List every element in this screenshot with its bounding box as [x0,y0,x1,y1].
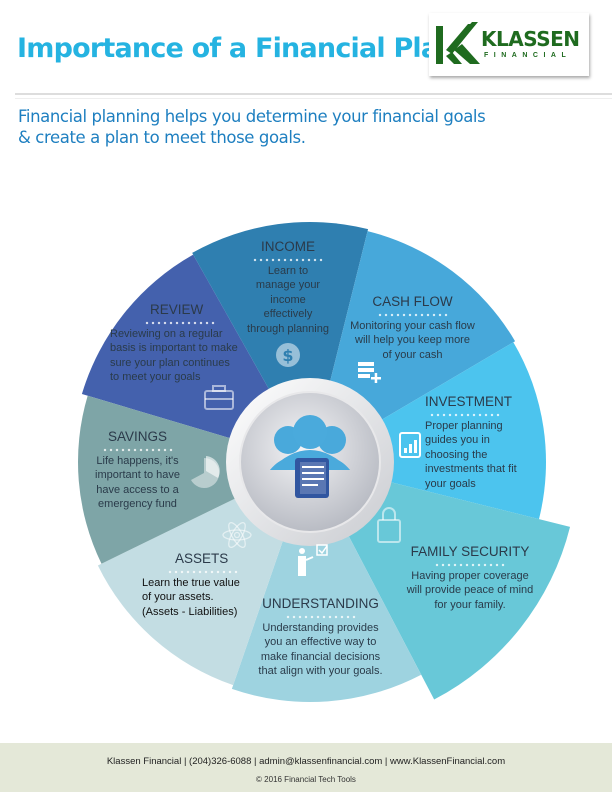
wheel-segment-family [310,462,571,700]
svg-text:$: $ [282,346,293,365]
segment-review: REVIEW Reviewing on a regular basis is i… [110,302,240,385]
team-document-icon [270,415,350,498]
segment-text: Understanding provides you an effective … [258,621,383,678]
footer-copyright: © 2016 Financial Tech Tools [256,775,356,784]
logo-subtitle: FINANCIAL [484,52,572,59]
pie-chart-icon [191,456,220,488]
footer-contact: Klassen Financial | (204)326-6088 | admi… [106,756,506,767]
segment-text: Learn to manage your income effectively … [247,264,329,335]
segment-text: Having proper coverage will provide peac… [406,569,534,611]
dotted-divider [252,257,324,262]
dotted-divider [429,412,501,417]
segment-text: Monitoring your cash flow will help you … [350,319,475,361]
segment-title: CASH FLOW [372,294,453,309]
segment-text: Life happens, it's important to have hav… [95,454,180,511]
dotted-divider [284,614,357,619]
segment-savings: SAVINGS Life happens, it's important to … [85,429,190,512]
atom-icon [222,521,252,549]
segment-title: FAMILY SECURITY [410,544,530,559]
segment-text: Learn the true value of your assets. (As… [142,576,240,618]
intro-text: Financial planning helps you determine y… [18,107,486,147]
segment-title: INCOME [261,239,315,254]
briefcase-icon [204,385,234,410]
presenter-check-icon [298,544,328,576]
segment-income: INCOME Learn to manage your income effec… [238,239,338,336]
dotted-divider [144,320,216,325]
dotted-divider [167,569,239,574]
segment-assets: ASSETS Learn the true value of your asse… [142,551,252,619]
page-title: Importance of a Financial Plan [17,33,458,64]
divider [15,98,612,99]
segment-title: UNDERSTANDING [262,596,379,611]
dotted-divider [101,447,174,452]
segment-family-security: FAMILY SECURITY Having proper coverage w… [395,544,545,612]
segment-text: Reviewing on a regular basis is importan… [110,327,238,384]
klassen-k-logo-icon [436,22,480,64]
footer: Klassen Financial | (204)326-6088 | admi… [0,743,612,792]
segment-understanding: UNDERSTANDING Understanding provides you… [248,596,393,679]
segment-title: REVIEW [150,302,204,317]
divider [15,93,612,95]
segment-title: SAVINGS [107,429,168,444]
company-logo: KLASSEN FINANCIAL [429,13,589,76]
segment-title: ASSETS [175,551,229,566]
lock-icon [377,507,401,543]
dotted-divider [434,562,506,567]
wheel-segment-savings [77,395,310,564]
dollar-coin-icon: $ [276,343,300,367]
dotted-divider [376,312,449,317]
segment-investment: INVESTMENT Proper planning guides you in… [425,394,530,491]
segment-text: Proper planning guides you in choosing t… [425,419,517,490]
database-plus-icon [358,362,381,383]
wheel-segment-understanding [231,462,422,702]
segment-cash-flow: CASH FLOW Monitoring your cash flow will… [350,294,475,362]
bar-chart-icon [399,432,421,458]
logo-name: KLASSEN [481,27,580,51]
segment-title: INVESTMENT [425,394,513,409]
